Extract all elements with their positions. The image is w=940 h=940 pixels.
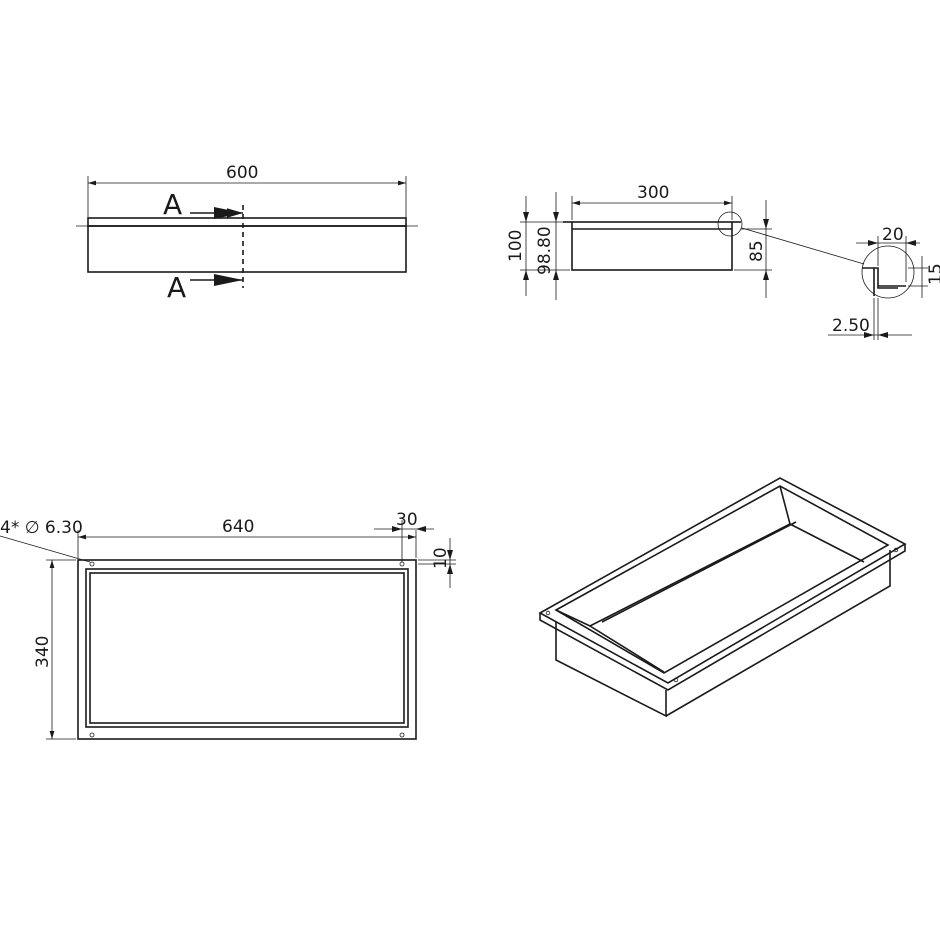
dim-height-98-80: 98.80 bbox=[535, 226, 555, 275]
iso-rim bbox=[554, 485, 890, 674]
detail-circle-large bbox=[861, 245, 915, 299]
front-flange bbox=[87, 217, 407, 227]
section-label-top: A bbox=[163, 188, 182, 221]
dim-depth-300: 300 bbox=[637, 183, 669, 203]
dim-height-100: 100 bbox=[506, 230, 526, 262]
dim-flange-15: 15 bbox=[926, 263, 940, 285]
detail-profile bbox=[862, 267, 898, 289]
iso-hole-right bbox=[893, 547, 899, 553]
dim-offset-10: 10 bbox=[431, 547, 451, 569]
front-body bbox=[87, 225, 407, 273]
iso-hole-front bbox=[673, 677, 679, 683]
dim-height-85: 85 bbox=[747, 240, 767, 262]
dim-hole-diameter: 4* ∅ 6.30 bbox=[0, 518, 83, 538]
iso-flange bbox=[538, 477, 907, 684]
iso-hole-left bbox=[545, 610, 551, 616]
hole-bottom-right bbox=[399, 732, 405, 738]
dim-height-340: 340 bbox=[33, 636, 53, 668]
iso-body bbox=[555, 622, 667, 718]
dim-flange-20: 20 bbox=[882, 225, 904, 245]
detail-view: 20 15 2.50 bbox=[828, 225, 940, 340]
top-inner-opening-outer bbox=[85, 568, 409, 728]
section-label-bottom: A bbox=[167, 271, 186, 304]
top-outer-flange bbox=[77, 559, 417, 740]
dim-width-640: 640 bbox=[222, 517, 254, 537]
detail-circle-small bbox=[717, 211, 743, 237]
hole-top-right bbox=[399, 561, 405, 567]
side-body bbox=[571, 221, 733, 271]
dim-offset-30: 30 bbox=[396, 510, 418, 530]
side-view: 300 100 98.80 85 bbox=[506, 183, 865, 300]
dim-width-600: 600 bbox=[226, 163, 258, 183]
hole-bottom-left bbox=[89, 732, 95, 738]
top-view: 4* ∅ 6.30 640 30 10 340 bbox=[0, 510, 456, 740]
hole-top-left bbox=[89, 561, 95, 567]
dim-thickness-2-50: 2.50 bbox=[832, 316, 870, 336]
top-inner-opening bbox=[89, 572, 405, 724]
front-view: A A 600 bbox=[76, 163, 418, 304]
iso-view bbox=[538, 477, 907, 718]
